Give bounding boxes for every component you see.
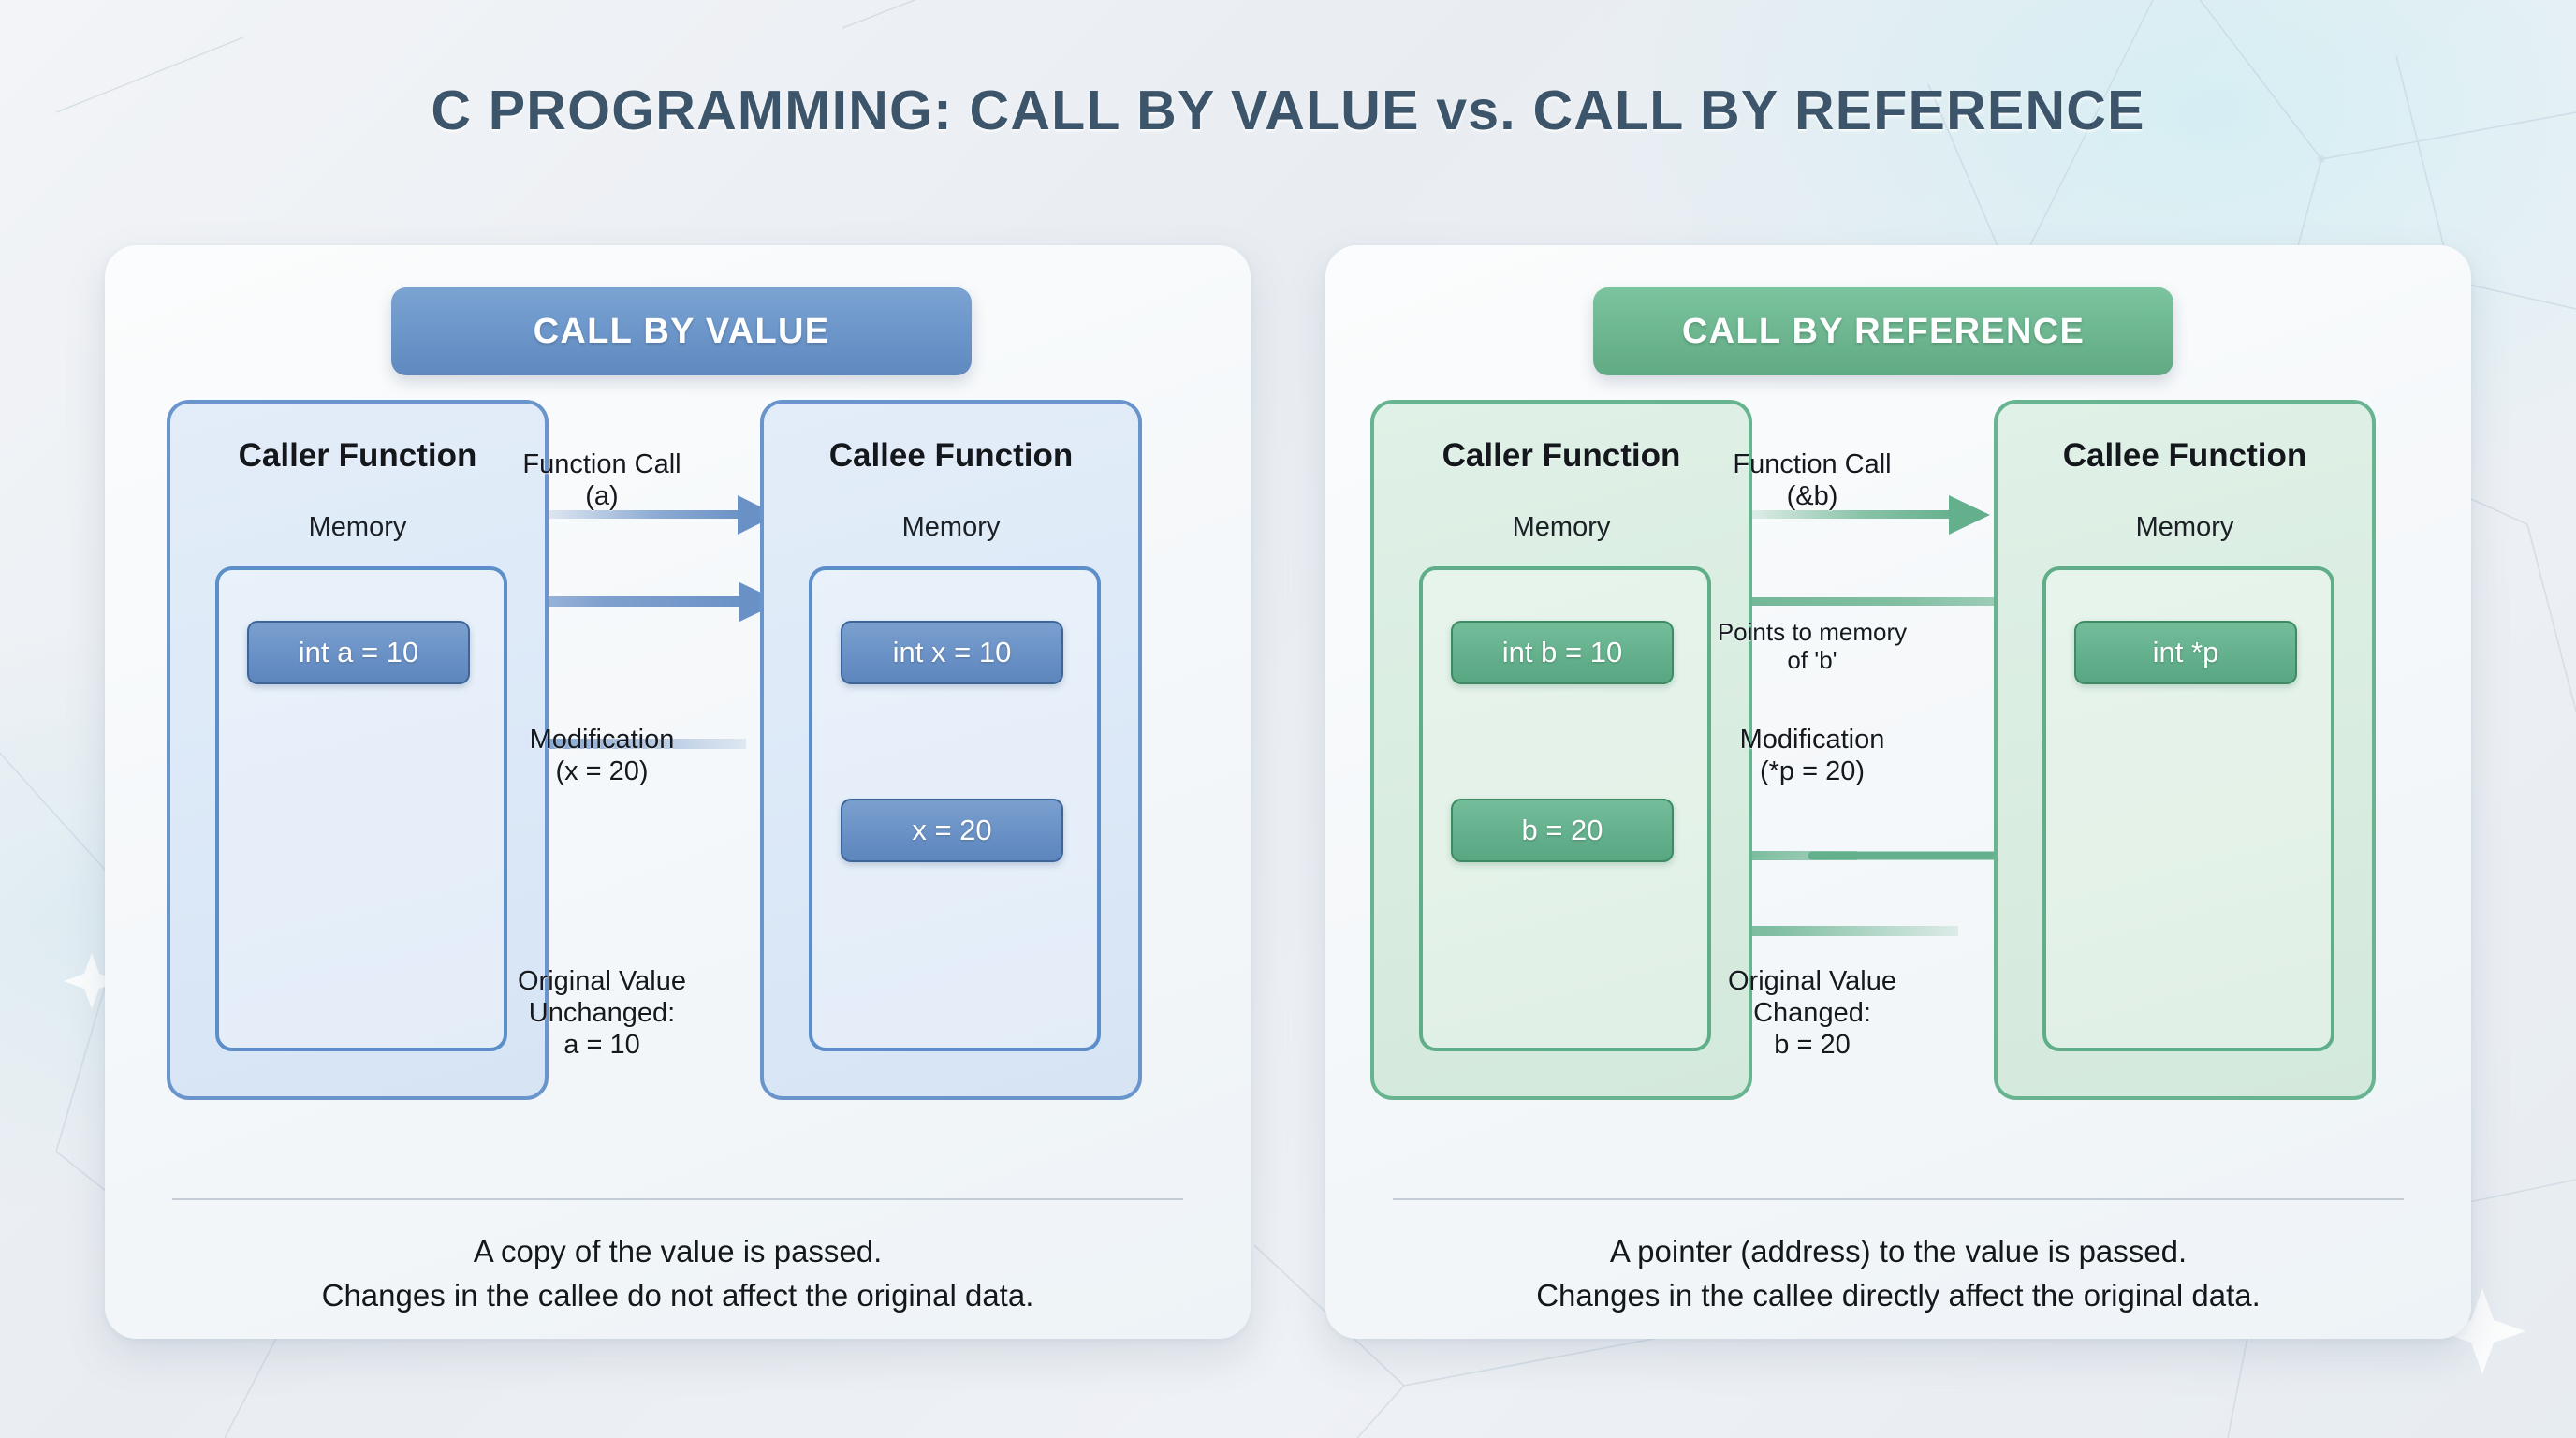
variable-chip: b = 20 — [1451, 799, 1674, 862]
variable-chip: int a = 10 — [247, 621, 470, 684]
callee-function-box-reference: Callee Function Memory int *p — [1994, 400, 2376, 1100]
variable-chip: int b = 10 — [1451, 621, 1674, 684]
callee-function-title: Callee Function — [828, 437, 1074, 474]
callee-memory-label: Memory — [901, 512, 1001, 542]
points-to-memory-label: Points to memory of 'b' — [1717, 618, 1908, 675]
page-title: C PROGRAMMING: CALL BY VALUE vs. CALL BY… — [431, 80, 2145, 141]
function-call-label: Function Call (a) — [522, 449, 681, 511]
badge-call-by-reference: CALL BY REFERENCE — [1593, 287, 2174, 375]
variable-chip: x = 20 — [841, 799, 1063, 862]
modification-label: Modification (*p = 20) — [1739, 725, 1885, 786]
modification-label: Modification (x = 20) — [529, 725, 675, 786]
panel-divider — [1393, 1198, 2404, 1200]
caller-function-title: Caller Function — [238, 437, 477, 474]
caller-memory-box: int b = 10 b = 20 — [1419, 566, 1711, 1051]
caller-function-title: Caller Function — [1442, 437, 1681, 474]
original-value-note: Original Value Changed: b = 20 — [1727, 966, 1896, 1060]
panel-caption: A copy of the value is passed. Changes i… — [321, 1234, 1034, 1313]
panel-call-by-value: CALL BY VALUE — [105, 245, 1251, 1339]
panel-caption: A pointer (address) to the value is pass… — [1536, 1234, 2261, 1313]
caller-memory-label: Memory — [308, 512, 407, 542]
callee-memory-label: Memory — [2135, 512, 2234, 542]
panel-call-by-reference: CALL BY REFERENCE — [1325, 245, 2471, 1339]
panel-divider — [172, 1198, 1183, 1200]
variable-chip: int *p — [2074, 621, 2297, 684]
variable-chip: int x = 10 — [841, 621, 1063, 684]
callee-function-box-value: Callee Function Memory int x = 10 x = 20 — [760, 400, 1142, 1100]
function-call-label: Function Call (&b) — [1733, 449, 1892, 511]
caller-memory-label: Memory — [1512, 512, 1611, 542]
original-value-note: Original Value Unchanged: a = 10 — [517, 966, 686, 1060]
caller-memory-box: int a = 10 — [215, 566, 507, 1051]
callee-memory-box: int x = 10 x = 20 — [809, 566, 1101, 1051]
caller-function-box-value: Caller Function Memory int a = 10 — [167, 400, 549, 1100]
badge-call-by-value: CALL BY VALUE — [391, 287, 972, 375]
caller-function-box-reference: Caller Function Memory int b = 10 b = 20 — [1370, 400, 1752, 1100]
callee-memory-box: int *p — [2042, 566, 2334, 1051]
callee-function-title: Callee Function — [2062, 437, 2307, 474]
